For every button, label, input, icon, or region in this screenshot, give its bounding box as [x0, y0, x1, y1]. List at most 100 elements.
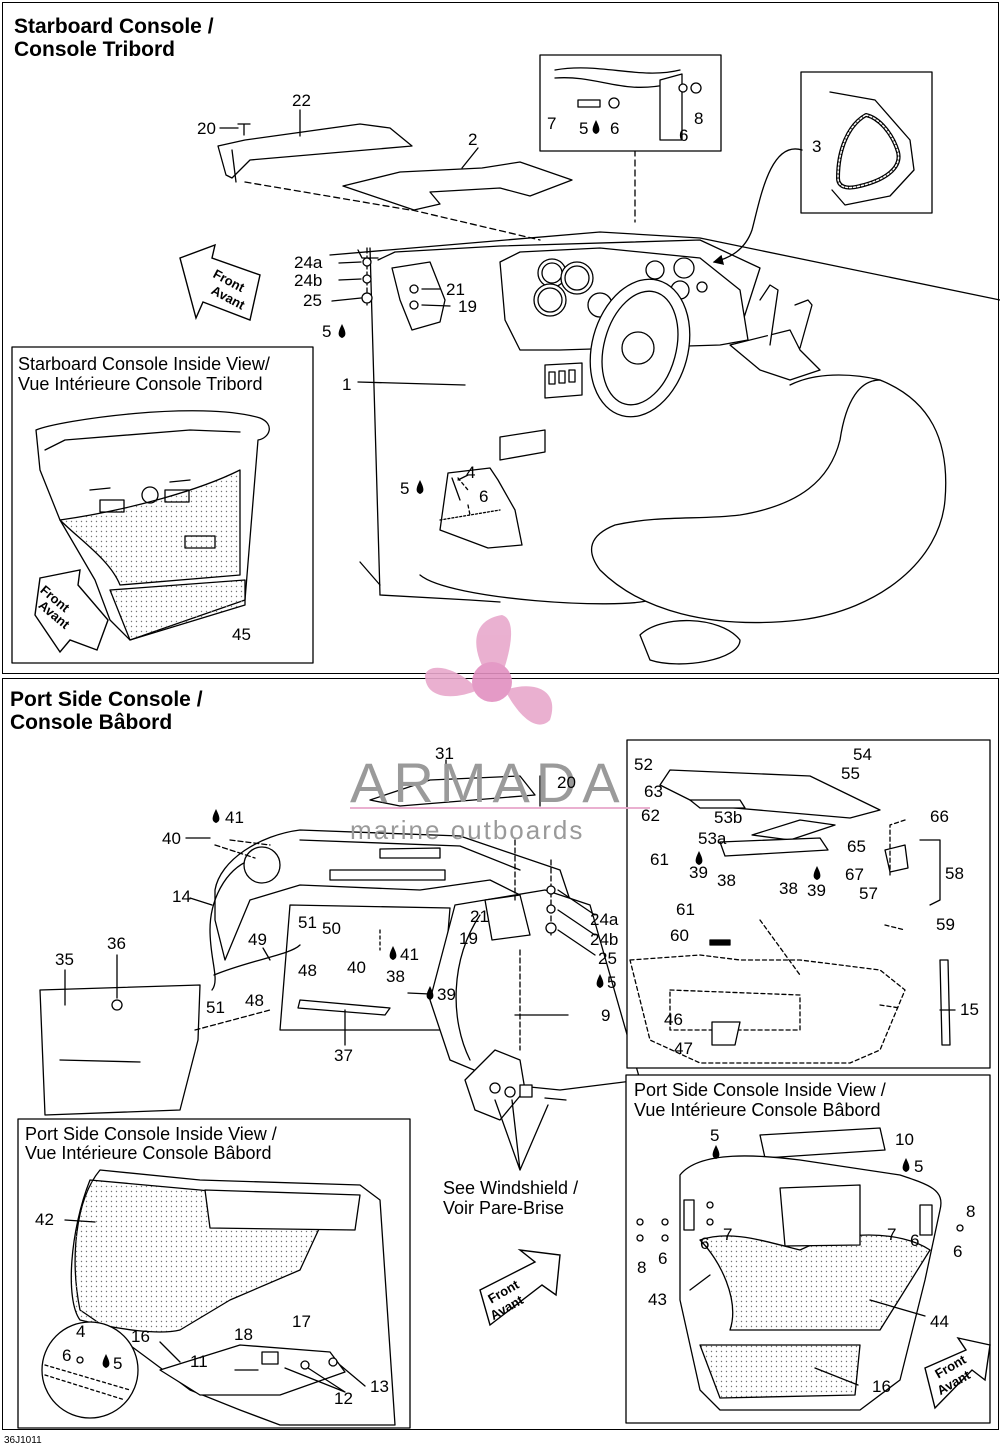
- part-callout: 40: [162, 829, 181, 848]
- front-arrow-icon: [179, 243, 261, 321]
- starboard-inset-title: Starboard Console Inside View/: [18, 354, 270, 374]
- port-title: Port Side Console /: [10, 688, 203, 711]
- part-callout: 41: [225, 808, 244, 827]
- part-callout: 6: [479, 487, 489, 506]
- part-callout: 21: [446, 280, 465, 299]
- part-callout: 4: [466, 463, 476, 482]
- part-callout: 18: [234, 1325, 253, 1344]
- part-callout: 63: [644, 782, 663, 801]
- part-callout: 38: [717, 871, 736, 890]
- part-callout: 38: [779, 879, 798, 898]
- part-callout: 7: [887, 1225, 897, 1244]
- starboard-title: Starboard Console /: [14, 15, 214, 38]
- part-callout: 5: [607, 973, 617, 992]
- port-inside-view-right: [636, 1127, 964, 1411]
- gasket-detail: [829, 91, 915, 206]
- port-console-assembly: [39, 775, 641, 1121]
- part-callout: 31: [435, 744, 454, 763]
- starboard-inside-view: [35, 410, 270, 641]
- front-arrow-icon: [924, 1336, 991, 1410]
- part-callout: 46: [664, 1010, 683, 1029]
- part-callout: 20: [197, 119, 216, 138]
- part-callout: 57: [859, 884, 878, 903]
- armada-logo: [425, 615, 553, 725]
- port-cover-detail: [629, 769, 951, 1064]
- part-callout: 47: [674, 1039, 693, 1058]
- screw-part: [237, 123, 251, 136]
- part-callout: 6: [658, 1249, 668, 1268]
- part-callout: 7: [723, 1225, 733, 1244]
- part-callout: 44: [930, 1312, 949, 1331]
- part-callout: 6: [62, 1346, 72, 1365]
- part-callout: 8: [694, 109, 704, 128]
- starboard-inset-title: Vue Intérieure Console Tribord: [18, 374, 263, 394]
- port-inside-view-left: [41, 1169, 396, 1426]
- part-callout: 6: [910, 1231, 920, 1250]
- part-callout: 6: [610, 119, 620, 138]
- part-callout: 67: [845, 865, 864, 884]
- part-callout: 24b: [590, 930, 619, 949]
- part-callout: 65: [847, 837, 866, 856]
- port-inset-right-title: Vue Intérieure Console Bâbord: [634, 1100, 881, 1120]
- part-callout: 7: [547, 114, 557, 133]
- part-callout: 24b: [294, 271, 323, 290]
- part-callout: 25: [303, 291, 322, 310]
- part-callout: 22: [292, 91, 311, 110]
- part-callout: 39: [689, 863, 708, 882]
- drawing-code: 36J1011: [4, 1435, 42, 1446]
- port-inset-left-title: Port Side Console Inside View /: [25, 1124, 277, 1144]
- part-callout: 35: [55, 950, 74, 969]
- part-callout: 24a: [590, 910, 619, 929]
- part-callout: 2: [468, 130, 478, 149]
- port-inset-right-title: Port Side Console Inside View /: [634, 1080, 886, 1100]
- part-callout: 5: [400, 479, 410, 498]
- part-callout: 58: [945, 864, 964, 883]
- part-callout: 6: [679, 126, 689, 145]
- part-callout: 59: [936, 915, 955, 934]
- console-cover-plate: [342, 161, 573, 211]
- part-callout: 50: [322, 919, 341, 938]
- part-callout: 21: [470, 907, 489, 926]
- starboard-console-assembly: [329, 231, 1000, 665]
- drop-icon: [102, 120, 910, 1368]
- part-callout: 4: [76, 1322, 86, 1341]
- part-callout: 37: [334, 1046, 353, 1065]
- part-callout: 3: [812, 137, 822, 156]
- part-callout: 24a: [294, 253, 323, 272]
- part-callout: 12: [334, 1389, 353, 1408]
- part-callout: 6: [953, 1242, 963, 1261]
- front-arrow-icon: [479, 1248, 561, 1327]
- part-callout: 41: [400, 945, 419, 964]
- part-callout: 5: [710, 1126, 720, 1145]
- top-trim-piece: [217, 123, 413, 183]
- part-callout: 25: [598, 949, 617, 968]
- part-callout: 66: [930, 807, 949, 826]
- part-callout: 36: [107, 934, 126, 953]
- part-callout: 20: [557, 773, 576, 792]
- part-callout: 39: [437, 985, 456, 1004]
- starboard-title: Console Tribord: [14, 38, 176, 61]
- part-callout: 53a: [698, 829, 727, 848]
- part-callout: 8: [637, 1258, 647, 1277]
- part-callout: 52: [634, 755, 653, 774]
- part-callout: 11: [190, 1352, 208, 1371]
- windshield-note: See Windshield /: [443, 1178, 579, 1198]
- fastener-detail: [554, 67, 702, 141]
- part-callout: 16: [872, 1377, 891, 1396]
- watermark-brand: ARMADA: [350, 751, 626, 814]
- part-callout: 49: [248, 930, 267, 949]
- part-callout: 5: [914, 1157, 924, 1176]
- part-callout: 5: [113, 1354, 123, 1373]
- part-callout: 19: [459, 929, 478, 948]
- part-callout: 5: [579, 119, 589, 138]
- part-callout: 5: [322, 322, 332, 341]
- part-callout: 61: [650, 850, 669, 869]
- part-callout: 62: [641, 806, 660, 825]
- watermark-tagline: marine outboards: [350, 815, 585, 845]
- part-callout: 15: [960, 1000, 979, 1019]
- part-callout: 39: [807, 881, 826, 900]
- part-callout: 48: [245, 991, 264, 1010]
- part-callout: 51: [298, 913, 317, 932]
- part-callout: 38: [386, 967, 405, 986]
